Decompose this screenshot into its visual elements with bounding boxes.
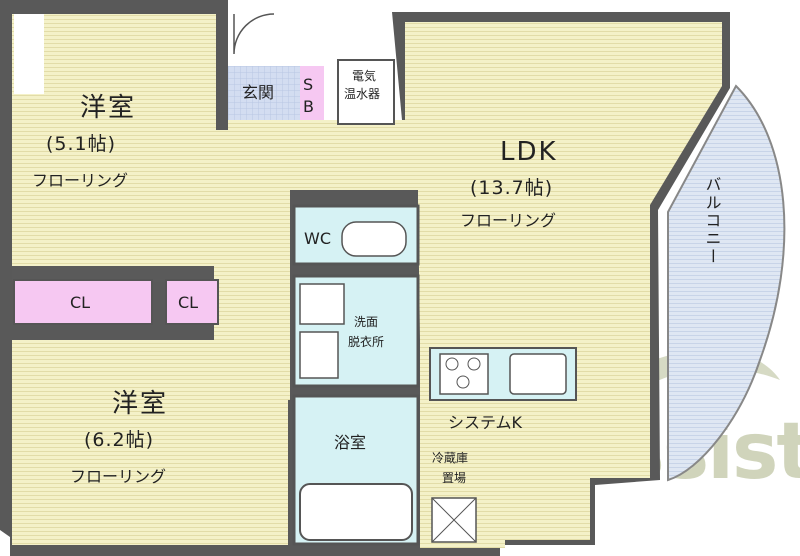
fridge-label-2: 置場 — [442, 471, 466, 485]
fridge-label-1: 冷蔵庫 — [432, 451, 468, 465]
shoe-box-label-2: B — [303, 97, 314, 116]
toilet-fixture — [341, 221, 407, 257]
ldk-size: (13.7帖) — [470, 177, 553, 199]
toilet-label: WC — [304, 229, 331, 248]
bathroom-label: 浴室 — [334, 433, 366, 452]
closet-1-label: CL — [70, 293, 90, 312]
water-heater-room — [337, 59, 395, 125]
closet-2 — [165, 279, 219, 325]
burner-3 — [456, 375, 470, 389]
west-room-lower-size: (6.2帖) — [84, 429, 154, 451]
bathtub — [299, 483, 413, 541]
west-room-upper-name: 洋室 — [80, 93, 136, 123]
sink — [509, 353, 567, 395]
kitchen-label: システムK — [448, 413, 523, 432]
corridor-upper — [228, 120, 418, 190]
ldk-area — [405, 22, 722, 548]
ldk-name: LDK — [500, 137, 558, 167]
water-heater-label-2: 温水器 — [344, 87, 380, 101]
burner-2 — [467, 357, 481, 371]
closet-1 — [13, 279, 153, 325]
washing-machine — [299, 283, 345, 325]
west-room-upper-notch — [14, 14, 44, 94]
west-room-upper-floor: フローリング — [32, 171, 128, 190]
west-room-lower-name: 洋室 — [112, 389, 168, 419]
west-room-upper — [12, 14, 216, 266]
entrance — [228, 66, 300, 120]
washroom-label-1: 洗面 — [354, 315, 378, 329]
washroom-label-2: 脱衣所 — [348, 334, 384, 349]
fridge-cross — [431, 497, 477, 543]
burner-1 — [445, 357, 459, 371]
balcony-label: バルコニー — [703, 176, 722, 266]
stove — [439, 353, 489, 395]
closet-2-label: CL — [178, 293, 198, 312]
wash-basin — [299, 331, 339, 379]
water-heater-label-1: 電気 — [352, 68, 376, 83]
entrance-label: 玄関 — [242, 83, 274, 102]
shoe-box-label: S — [303, 75, 313, 94]
shoe-box — [300, 66, 324, 120]
west-room-lower-floor: フローリング — [70, 467, 166, 486]
balcony — [667, 84, 786, 482]
entrance-door — [233, 13, 275, 55]
ldk-floor: フローリング — [460, 211, 556, 230]
west-room-upper-size: (5.1帖) — [46, 133, 116, 155]
